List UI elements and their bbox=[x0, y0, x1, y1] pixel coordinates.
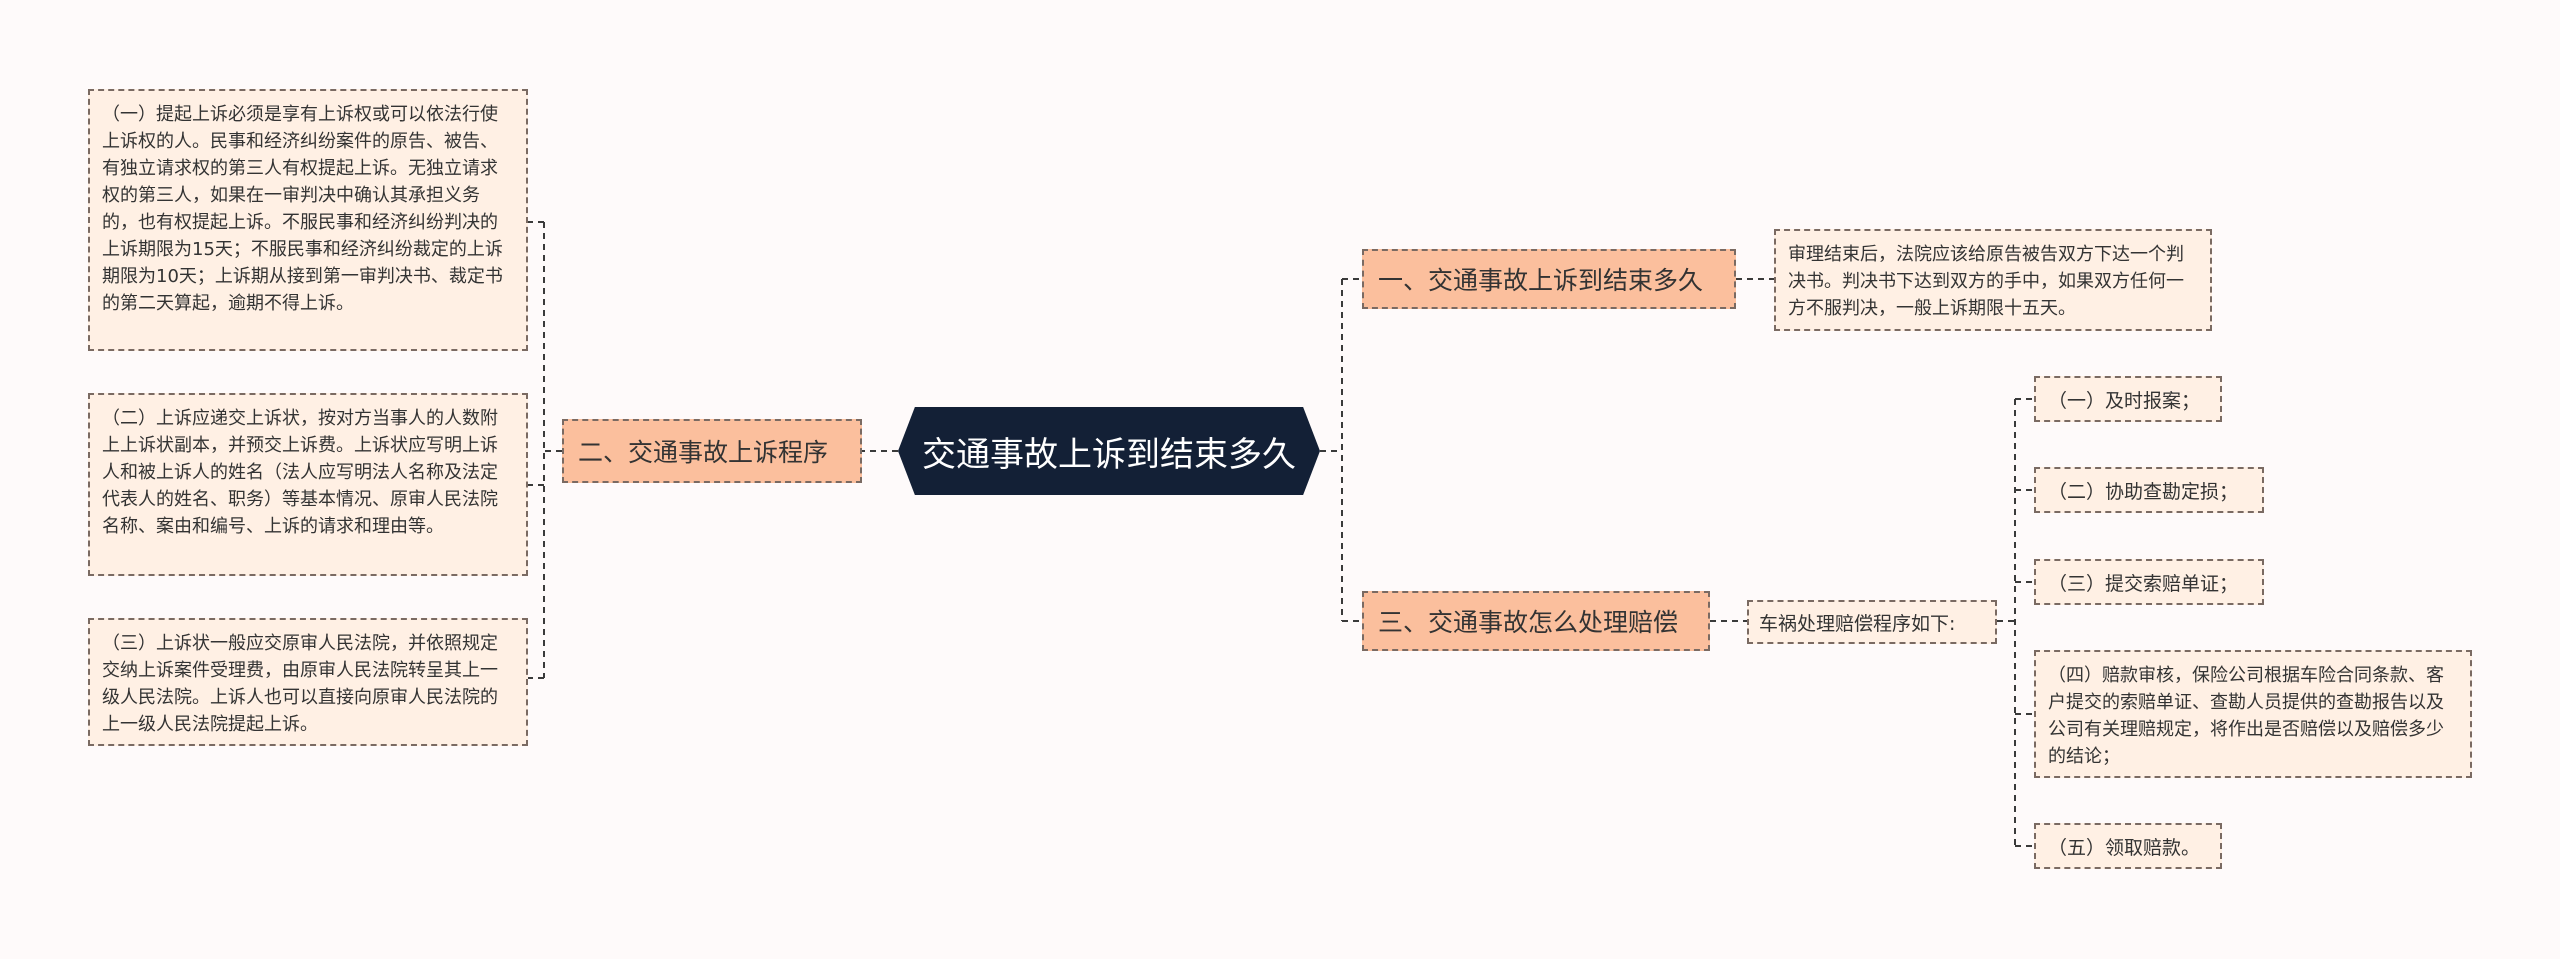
item-collect-payment[interactable]: （五）领取赔款。 bbox=[2034, 823, 2222, 869]
item-survey-assist[interactable]: （二）协助查勘定损； bbox=[2034, 467, 2264, 513]
item-report[interactable]: （一）及时报案； bbox=[2034, 376, 2222, 422]
root-topic[interactable]: 交通事故上诉到结束多久 bbox=[898, 407, 1320, 495]
leaf-appeal-step-2-text: （二）上诉应递交上诉状，按对方当事人的人数附上上诉状副本，并预交上诉费。上诉状应… bbox=[102, 408, 498, 537]
item-submit-documents-text: （三）提交索赔单证； bbox=[2048, 572, 2239, 595]
branch-appeal-procedure-label: 二、交通事故上诉程序 bbox=[578, 438, 829, 467]
branch-appeal-duration[interactable]: 一、交通事故上诉到结束多久 bbox=[1362, 249, 1736, 309]
branch-compensation-label: 三、交通事故怎么处理赔偿 bbox=[1378, 608, 1679, 637]
link-root-right bbox=[1320, 278, 1362, 622]
leaf-duration-detail[interactable]: 审理结束后，法院应该给原告被告双方下达一个判决书。判决书下达到双方的手中，如果双… bbox=[1774, 229, 2212, 331]
branch-compensation[interactable]: 三、交通事故怎么处理赔偿 bbox=[1362, 591, 1710, 651]
item-report-text: （一）及时报案； bbox=[2048, 389, 2201, 412]
leaf-appeal-step-3-text: （三）上诉状一般应交原审人民法院，并依照规定交纳上诉案件受理费，由原审人民法院转… bbox=[102, 633, 498, 735]
item-submit-documents[interactable]: （三）提交索赔单证； bbox=[2034, 559, 2264, 605]
leaf-appeal-step-2[interactable]: （二）上诉应递交上诉状，按对方当事人的人数附上上诉状副本，并预交上诉费。上诉状应… bbox=[88, 393, 528, 576]
link-sub-items bbox=[1997, 398, 2034, 847]
sub-compensation-procedure-label: 车祸处理赔偿程序如下: bbox=[1759, 612, 1956, 635]
item-claim-review-text: （四）赔款审核，保险公司根据车险合同条款、客户提交的索赔单证、查勘人员提供的查勘… bbox=[2048, 665, 2444, 767]
sub-compensation-procedure[interactable]: 车祸处理赔偿程序如下: bbox=[1747, 600, 1997, 644]
leaf-appeal-step-1[interactable]: （一）提起上诉必须是享有上诉权或可以依法行使上诉权的人。民事和经济纠纷案件的原告… bbox=[88, 89, 528, 351]
leaf-appeal-step-1-text: （一）提起上诉必须是享有上诉权或可以依法行使上诉权的人。民事和经济纠纷案件的原告… bbox=[102, 104, 503, 314]
item-claim-review[interactable]: （四）赔款审核，保险公司根据车险合同条款、客户提交的索赔单证、查勘人员提供的查勘… bbox=[2034, 650, 2472, 778]
leaf-appeal-step-3[interactable]: （三）上诉状一般应交原审人民法院，并依照规定交纳上诉案件受理费，由原审人民法院转… bbox=[88, 618, 528, 746]
branch-appeal-duration-label: 一、交通事故上诉到结束多久 bbox=[1378, 266, 1704, 295]
item-survey-assist-text: （二）协助查勘定损； bbox=[2048, 480, 2239, 503]
root-topic-label: 交通事故上诉到结束多久 bbox=[922, 434, 1296, 475]
link-left-leaves bbox=[528, 221, 562, 679]
item-collect-payment-text: （五）领取赔款。 bbox=[2048, 836, 2201, 859]
leaf-duration-detail-text: 审理结束后，法院应该给原告被告双方下达一个判决书。判决书下达到双方的手中，如果双… bbox=[1788, 244, 2184, 319]
branch-appeal-procedure[interactable]: 二、交通事故上诉程序 bbox=[562, 419, 862, 483]
